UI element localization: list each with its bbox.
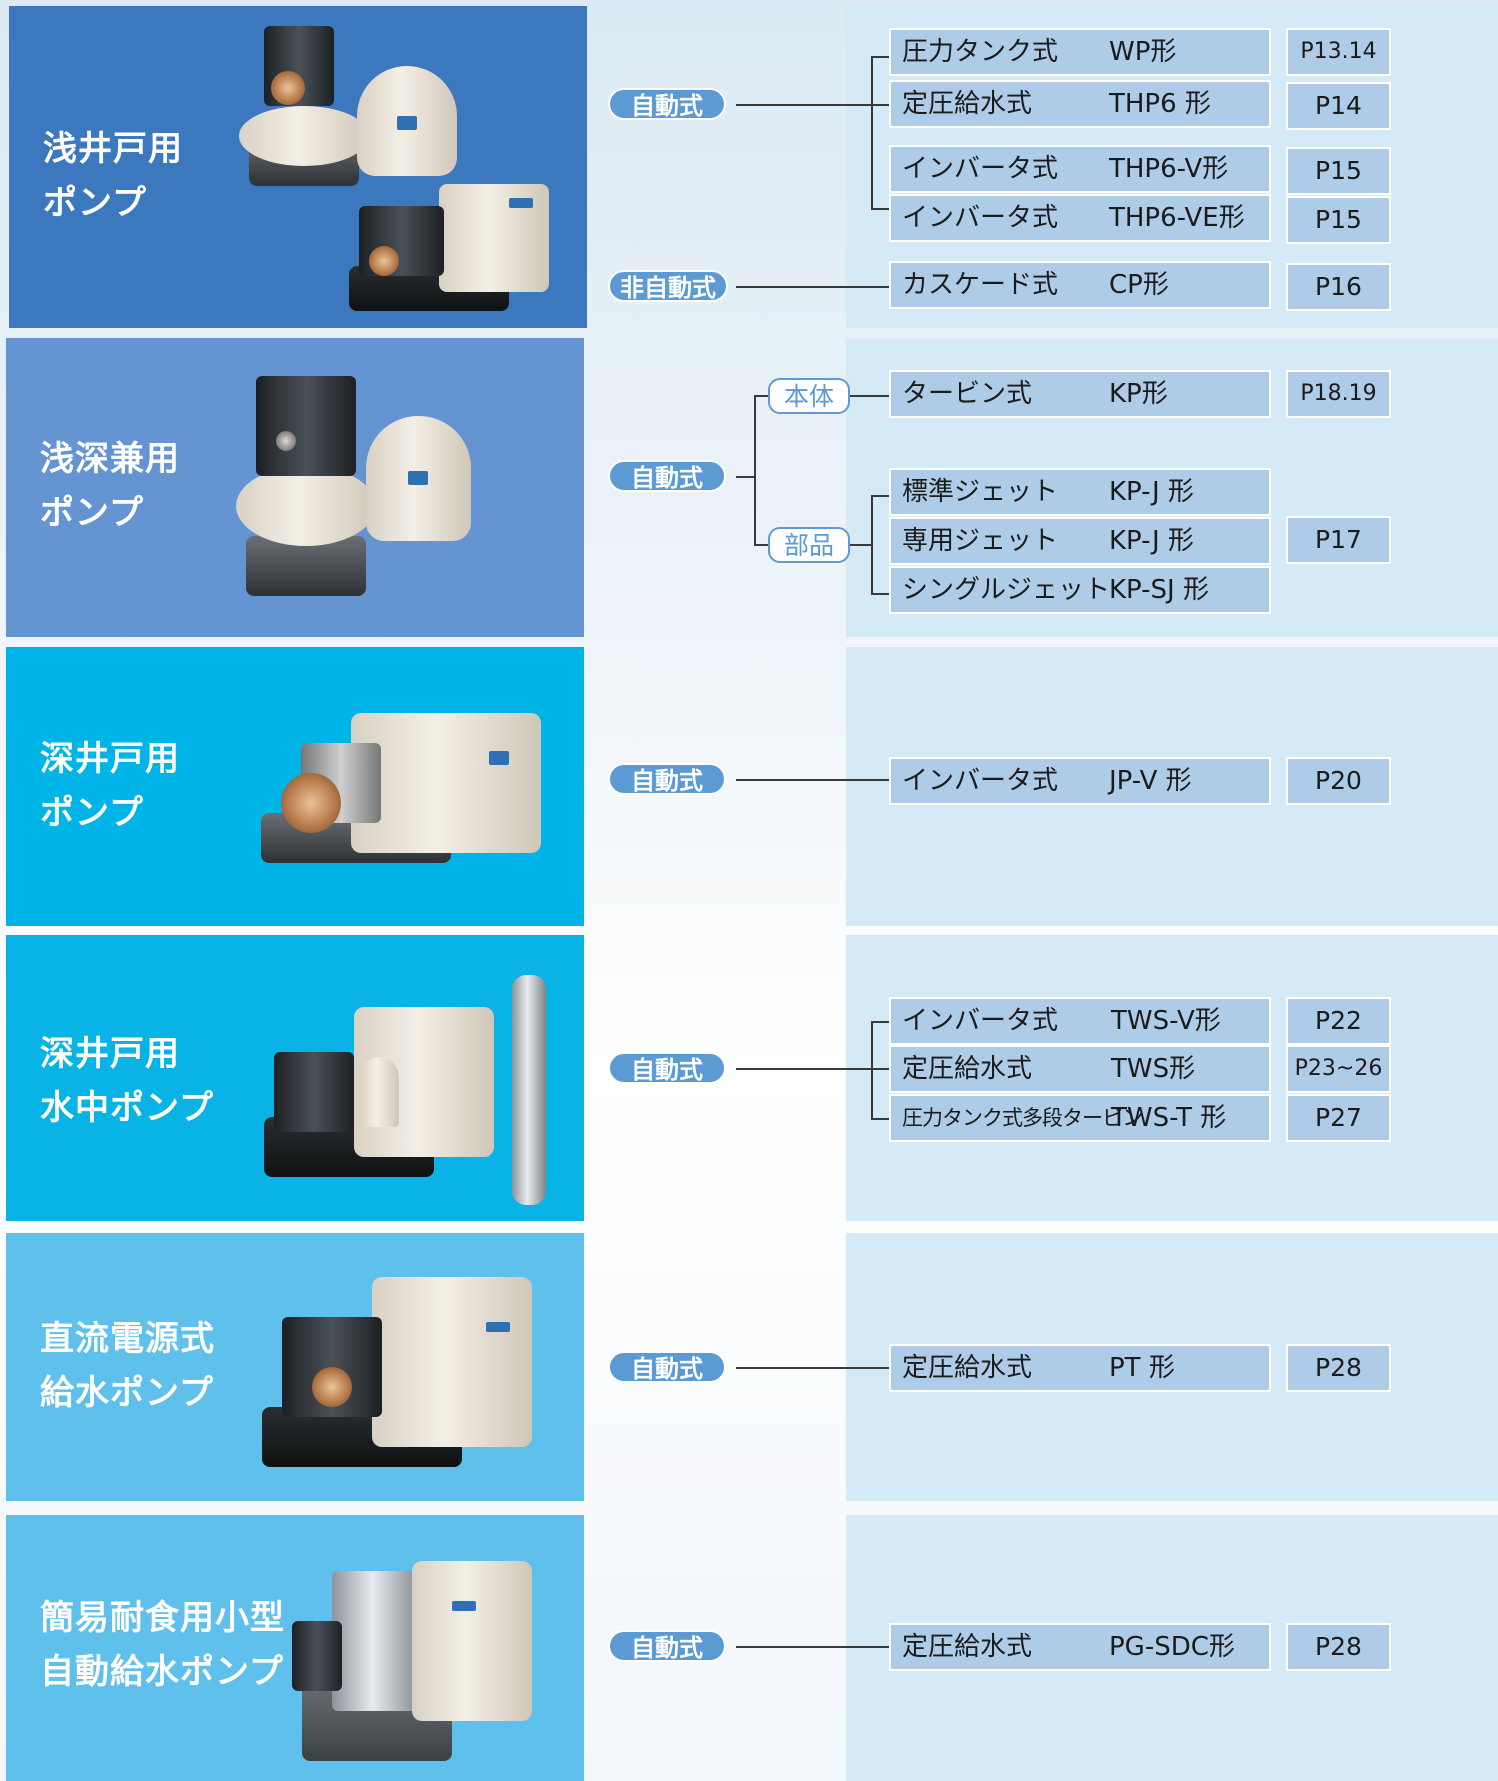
connector-tick <box>871 593 889 595</box>
page-ref[interactable]: P18.19 <box>1286 370 1391 418</box>
page-ref[interactable]: P15 <box>1286 147 1391 195</box>
category-block: 簡易耐食用小型 自動給水ポンプ <box>6 1515 584 1781</box>
connector-line <box>736 1646 889 1648</box>
group-pill-automatic: 自動式 <box>608 1052 726 1084</box>
connector-tick <box>754 395 768 397</box>
pump-image-tank <box>236 376 486 606</box>
category-block: 浅井戸用 ポンプ <box>9 6 587 328</box>
connector-tick <box>871 208 889 210</box>
page-ref[interactable]: P15 <box>1286 196 1391 244</box>
connector-tick <box>754 544 768 546</box>
pump-image-box <box>262 1277 542 1477</box>
subgroup-pill-body: 本体 <box>768 378 850 414</box>
pump-image-box <box>339 176 559 316</box>
connector-tick <box>871 56 889 58</box>
connector-tick <box>871 104 889 106</box>
category-block: 直流電源式 給水ポンプ <box>6 1233 584 1501</box>
connector-bracket <box>871 56 873 201</box>
group-pill-automatic: 自動式 <box>608 460 726 492</box>
pump-image-tank <box>239 26 469 196</box>
page-ref[interactable]: P27 <box>1286 1094 1391 1142</box>
category-block: 深井戸用 ポンプ <box>6 647 584 926</box>
group-pill-automatic: 自動式 <box>608 763 726 795</box>
page-ref[interactable]: P20 <box>1286 757 1391 805</box>
page-ref[interactable]: P28 <box>1286 1623 1391 1671</box>
connector-line <box>850 395 889 397</box>
page-ref[interactable]: P16 <box>1286 263 1391 311</box>
connector-tick <box>871 1118 889 1120</box>
page-ref[interactable]: P14 <box>1286 82 1391 130</box>
category-block: 浅深兼用 ポンプ <box>6 338 584 637</box>
connector-line <box>736 1068 871 1070</box>
category-title: 深井戸用 ポンプ <box>40 739 180 833</box>
connector-tick <box>871 1068 889 1070</box>
group-pill-non-automatic: 非自動式 <box>608 270 728 302</box>
page-ref[interactable]: P23~26 <box>1286 1045 1391 1093</box>
group-pill-automatic: 自動式 <box>608 1351 726 1383</box>
category-title: 深井戸用 水中ポンプ <box>40 1034 214 1128</box>
connector-line <box>736 104 871 106</box>
pump-image-box <box>264 1007 504 1187</box>
category-title: 簡易耐食用小型 自動給水ポンプ <box>40 1598 285 1692</box>
category-title: 直流電源式 給水ポンプ <box>40 1319 215 1413</box>
page-ref[interactable]: P28 <box>1286 1344 1391 1392</box>
connector-line <box>736 286 889 288</box>
group-pill-automatic: 自動式 <box>608 1630 726 1662</box>
pump-image-box <box>292 1561 542 1771</box>
connector-line <box>736 476 754 478</box>
submersible-pump-image <box>512 975 552 1215</box>
page-ref[interactable]: P13.14 <box>1286 28 1391 76</box>
connector-bracket <box>871 1021 873 1120</box>
connector-tick <box>871 495 889 497</box>
connector-line <box>736 1367 889 1369</box>
category-block: 深井戸用 水中ポンプ <box>6 935 584 1221</box>
subgroup-pill-parts: 部品 <box>768 527 850 563</box>
connector-bracket <box>871 495 873 595</box>
connector-line <box>850 544 871 546</box>
category-title: 浅井戸用 ポンプ <box>43 129 183 223</box>
section-shallow-well-pump: 浅井戸用 ポンプ 自動式 非自動式 <box>6 6 1498 328</box>
category-title: 浅深兼用 ポンプ <box>40 439 180 533</box>
connector-bracket <box>754 395 756 545</box>
connector-line <box>736 779 889 781</box>
group-pill-automatic: 自動式 <box>608 88 726 120</box>
page-ref[interactable]: P17 <box>1286 516 1391 564</box>
connector-tick <box>871 1021 889 1023</box>
page-ref[interactable]: P22 <box>1286 997 1391 1045</box>
pump-image-box <box>261 713 551 873</box>
connector-bracket <box>871 161 873 208</box>
